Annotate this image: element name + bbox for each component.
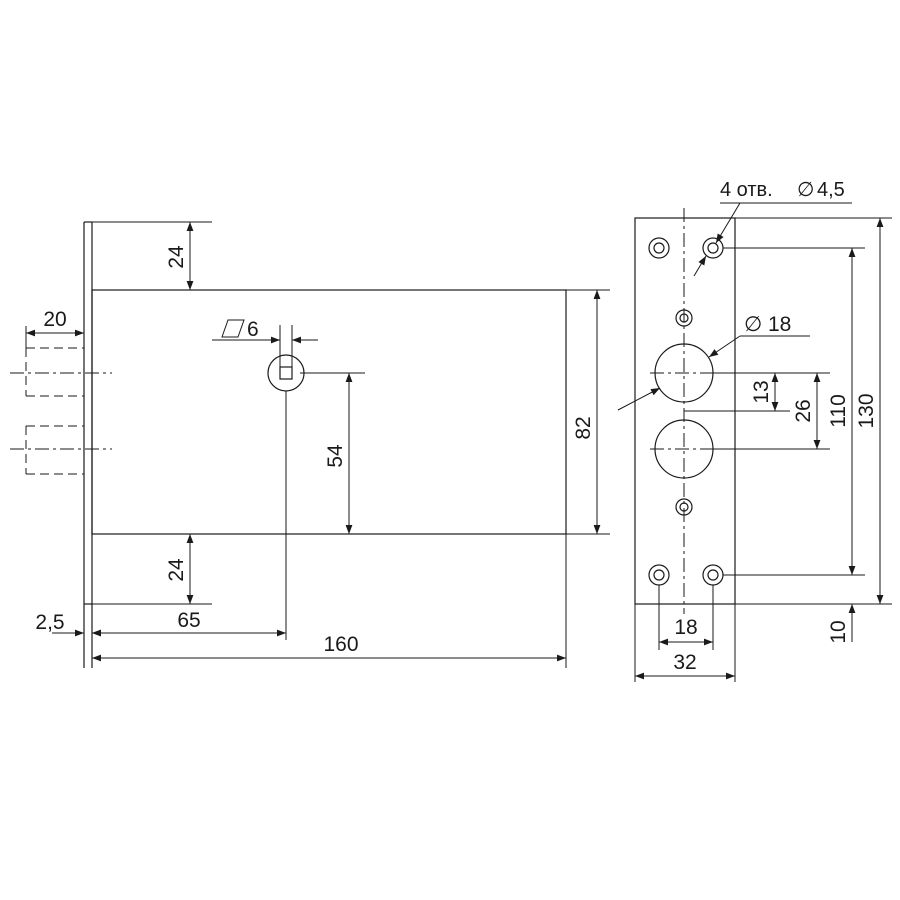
leader-screw-tail	[693, 255, 707, 277]
diameter-symbol-cylinder-icon: ∅	[744, 313, 762, 336]
note-screw-holes: 4 отв.	[720, 179, 773, 201]
dim-top-24: 24	[165, 245, 188, 269]
dim-130: 130	[855, 393, 878, 428]
small-hole-lower	[675, 498, 693, 516]
spindle-square	[279, 366, 293, 380]
note-cylinder-dia: 18	[768, 313, 791, 336]
leader-cylinder-tail	[617, 387, 661, 411]
square-symbol-icon	[221, 319, 245, 338]
dim-18-horizontal: 18	[674, 616, 697, 639]
dim-32: 32	[673, 651, 696, 674]
diameter-symbol-icon: ∅	[797, 179, 814, 201]
dim-26: 26	[792, 399, 815, 422]
screw-hole-top-right	[702, 237, 724, 259]
dim-110: 110	[827, 394, 850, 427]
spindle-hub	[267, 354, 305, 392]
dim-backset-65: 65	[177, 609, 200, 632]
bolts	[10, 326, 112, 475]
dim-bolt-20: 20	[43, 308, 66, 331]
small-hole-upper	[675, 309, 693, 327]
dim-10: 10	[827, 620, 850, 643]
leader-cylinder-arrow	[708, 335, 741, 358]
dim-length-160: 160	[323, 633, 358, 656]
dim-faceplate-2-5: 2,5	[35, 611, 64, 634]
lock-body	[91, 289, 567, 535]
dim-bottom-24: 24	[165, 558, 188, 582]
dim-13: 13	[750, 380, 773, 403]
screw-hole-bottom-left	[648, 564, 670, 586]
dim-82: 82	[572, 416, 595, 439]
screw-hole-bottom-right	[702, 564, 724, 586]
dim-square-6: 6	[247, 318, 259, 341]
front-view: 13 26 110 130 10 18 32 4 отв. ∅ 4,5	[617, 179, 892, 682]
side-view: 24 24 20 6 54	[10, 221, 610, 668]
leader-screw-arrow	[715, 202, 741, 244]
note-screw-hole-dia: 4,5	[817, 179, 845, 201]
dim-54: 54	[324, 444, 347, 468]
screw-hole-top-left	[648, 237, 670, 259]
